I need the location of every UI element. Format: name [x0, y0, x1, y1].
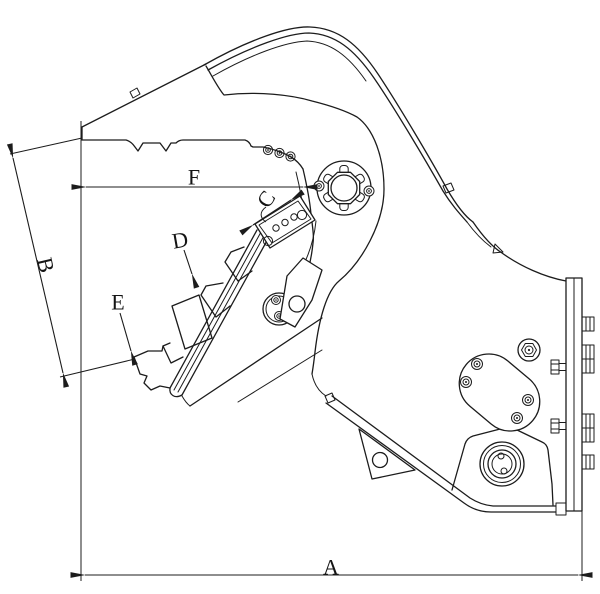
back-edge-inner: [466, 221, 492, 248]
jaw-tip: [133, 345, 171, 391]
dimension-e: E: [111, 290, 138, 366]
blade-bar-edge-1: [169, 229, 258, 389]
leader-line-e: [119, 312, 138, 366]
back-edge-curve: [472, 221, 567, 282]
dimension-c-leader-tail: [260, 206, 267, 223]
oval-cover-plate: [458, 353, 541, 432]
dimension-label-c: C: [252, 186, 281, 212]
beak-corner: [181, 395, 191, 407]
dimension-label-d: D: [170, 226, 190, 253]
lower-frame: [181, 317, 567, 516]
strut-joint-square: [324, 392, 336, 404]
beak-inner-edge: [237, 349, 323, 403]
lobe-bottom-corner: [311, 373, 327, 397]
boom-square-tick: [442, 182, 455, 194]
tip-step: [162, 342, 184, 364]
cover-plate-outline: [458, 353, 541, 432]
jaw-bolts: [262, 144, 296, 162]
lower-jaw: [133, 229, 270, 398]
hex-plug: [517, 338, 541, 362]
plate-left-hex-bolts: [550, 359, 567, 434]
dimension-d: D: [170, 226, 200, 289]
leader-line-d: [183, 249, 200, 289]
dimension-line-c: [239, 189, 305, 236]
dimension-b: B: [6, 143, 70, 388]
dimension-label-e: E: [111, 290, 124, 315]
blade-bar-edge-2: [173, 231, 262, 391]
bottom-hub-assembly: [451, 427, 554, 506]
link-plate-assembly: [262, 257, 323, 328]
hub-octagon: [327, 171, 361, 205]
side-plate-top-edge: [81, 63, 207, 128]
extension-line-b-bottom: [59, 358, 136, 378]
link-plate: [279, 257, 323, 328]
dimension-line-b: [6, 143, 70, 388]
boom-outer-edge: [203, 26, 474, 223]
dimension-f: F: [71, 165, 318, 190]
bracket-triangle: [358, 428, 416, 480]
clamp-end-hole: [262, 235, 274, 247]
dimension-a: A: [70, 555, 593, 580]
boom-inner-edge: [207, 32, 468, 223]
blade-bar-end-cap: [169, 387, 183, 398]
head-top-and-lobe-edge: [205, 65, 385, 375]
hub-bore: [330, 174, 358, 202]
tooth-2: [200, 282, 231, 318]
main-pivot-hub: [313, 160, 375, 216]
mounting-plate: [550, 277, 595, 512]
weld-tick: [129, 87, 141, 99]
plate-right-bolts: [581, 316, 595, 470]
dimension-label-b: B: [32, 255, 60, 275]
extension-line-b-top: [9, 137, 83, 155]
link-plate-hole: [288, 295, 306, 313]
cover-plate-bolts: [460, 358, 534, 424]
chevron-tick: [492, 243, 504, 254]
dimension-label-f: F: [188, 165, 200, 190]
upper-jaw: [81, 126, 304, 170]
tooth-1: [224, 246, 253, 282]
dimension-label-a: A: [323, 555, 339, 580]
bracket-triangle-hole: [371, 451, 389, 469]
boom-arm: [81, 26, 567, 282]
blade-bar-edge-4: [181, 236, 270, 396]
boom-inner-edge-2: [212, 40, 367, 82]
beak-upper-edge: [189, 317, 323, 407]
foot-block: [555, 502, 567, 516]
bottom-edge-outer: [331, 395, 557, 507]
cheek-block: [171, 294, 213, 350]
bottom-edge-inner: [325, 402, 557, 513]
